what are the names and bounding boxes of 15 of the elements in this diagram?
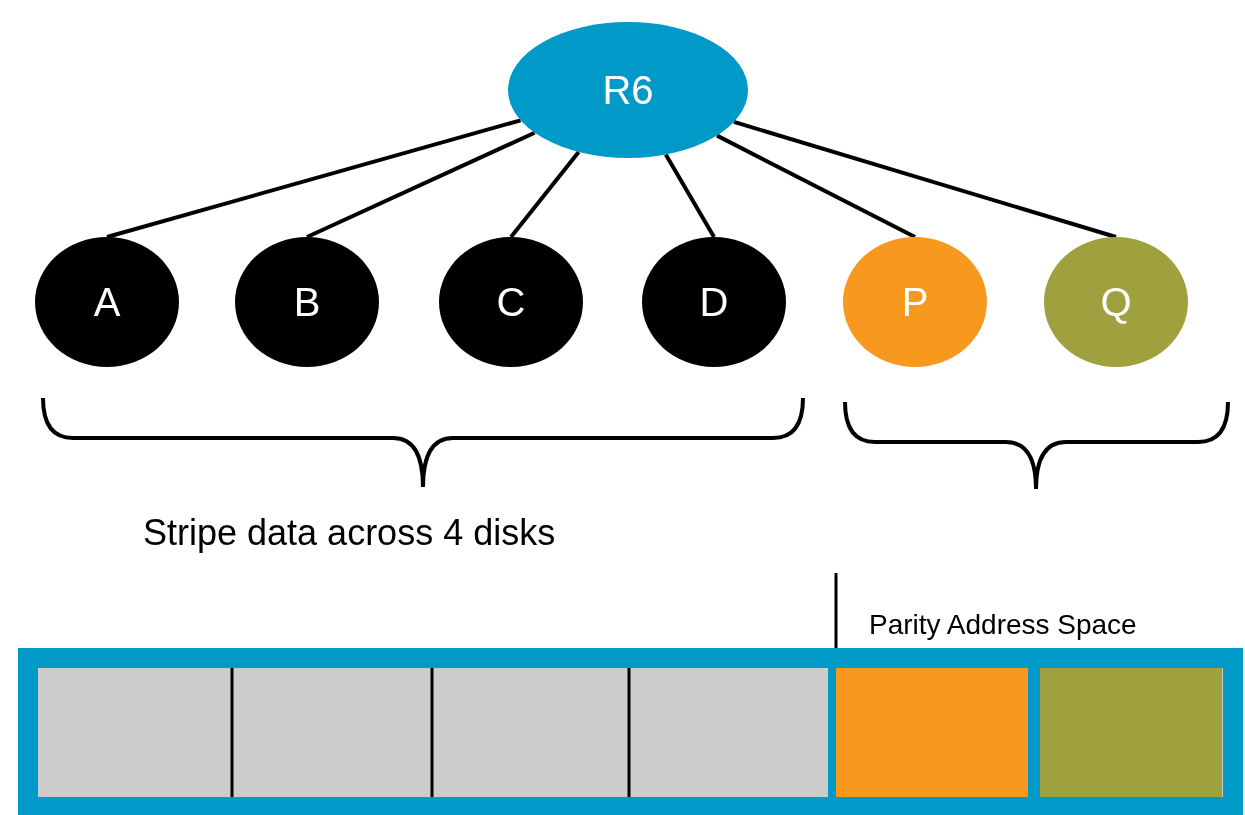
node-label: A	[93, 279, 121, 325]
connector-line	[106, 118, 522, 239]
stripe-caption: Stripe data across 4 disks	[143, 512, 556, 554]
node-label: P	[901, 279, 929, 325]
node-label: R6	[602, 67, 654, 113]
node-label: Q	[1100, 279, 1132, 325]
node-label: D	[699, 279, 729, 325]
connector-line	[509, 150, 581, 239]
connector-line	[733, 120, 1117, 239]
node-label: B	[293, 279, 321, 325]
parity-caption: Parity Address Space	[869, 609, 1137, 641]
node-label: C	[496, 279, 526, 325]
connector-line	[664, 153, 716, 238]
connector-line	[716, 133, 916, 239]
connector-line	[306, 130, 536, 239]
